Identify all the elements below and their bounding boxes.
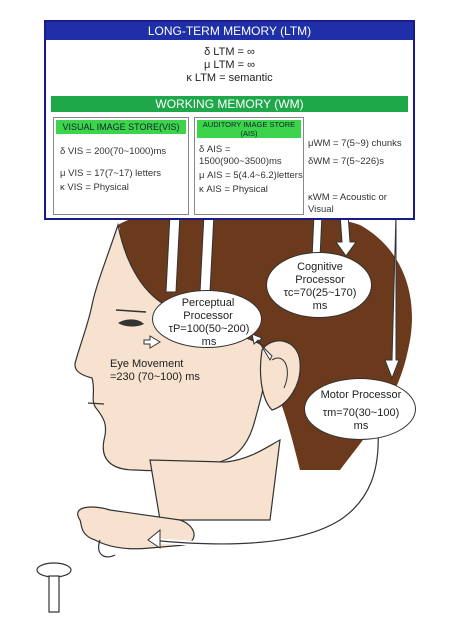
- perceptual-time: τP=100(50~200) ms: [168, 323, 250, 348]
- ais-store: AUDITORY IMAGE STORE (AIS) δ AIS = 1500(…: [194, 117, 304, 215]
- cognitive-time: τc=70(25~170) ms: [283, 287, 357, 312]
- vis-type: κ VIS = Physical: [60, 182, 129, 193]
- arrow-eye: [143, 335, 161, 349]
- arrow-ear: [251, 333, 273, 362]
- vis-store: VISUAL IMAGE STORE(VIS) δ VIS = 200(70~1…: [53, 117, 189, 215]
- motor-name: Motor Processor: [320, 389, 402, 401]
- wm-title: WORKING MEMORY (WM): [51, 96, 408, 112]
- eye-movement-name: Eye Movement: [110, 358, 184, 370]
- ltm-type: κ LTM = semantic: [186, 72, 273, 84]
- vis-capacity: μ VIS = 17(7~17) letters: [60, 168, 162, 179]
- cognitive-processor: Cognitive Processor τc=70(25~170) ms: [266, 252, 372, 318]
- wm-decay: δWM = 7(5~226)s: [308, 156, 385, 167]
- arrow-motor: [384, 213, 400, 380]
- wm-capacity: μWM = 7(5~9) chunks: [308, 138, 402, 149]
- eye-movement-time: =230 (70~100) ms: [110, 371, 200, 383]
- perceptual-name: Perceptual Processor: [181, 297, 235, 322]
- ltm-box: LONG-TERM MEMORY (LTM) δ LTM = ∞ μ LTM =…: [44, 20, 415, 220]
- ais-capacity: μ AIS = 5(4.4~6.2)letters: [199, 170, 303, 181]
- cognitive-name: Cognitive Processor: [295, 261, 345, 286]
- ais-type: κ AIS = Physical: [199, 184, 268, 195]
- eye-movement: Eye Movement =230 (70~100) ms: [110, 358, 240, 384]
- motor-time: τm=70(30~100) ms: [322, 407, 400, 432]
- arrow-hand: [147, 528, 161, 549]
- neck: [149, 438, 281, 521]
- vis-title: VISUAL IMAGE STORE(VIS): [56, 120, 186, 134]
- ais-decay: δ AIS = 1500(900~3500)ms: [199, 144, 282, 167]
- ais-title: AUDITORY IMAGE STORE (AIS): [197, 120, 301, 138]
- vis-decay: δ VIS = 200(70~1000)ms: [60, 146, 167, 157]
- eye: [118, 319, 144, 327]
- ltm-decay: δ LTM = ∞: [204, 46, 255, 58]
- bangs: [118, 212, 270, 270]
- ltm-capacity: μ LTM = ∞: [204, 59, 255, 71]
- motor-processor: Motor Processor τm=70(30~100) ms: [304, 378, 416, 440]
- button-icon: [36, 562, 72, 578]
- wm-type: κWM = Acoustic or Visual: [308, 192, 387, 215]
- ltm-title: LONG-TERM MEMORY (LTM): [46, 22, 413, 40]
- perceptual-processor: Perceptual Processor τP=100(50~200) ms: [152, 290, 262, 348]
